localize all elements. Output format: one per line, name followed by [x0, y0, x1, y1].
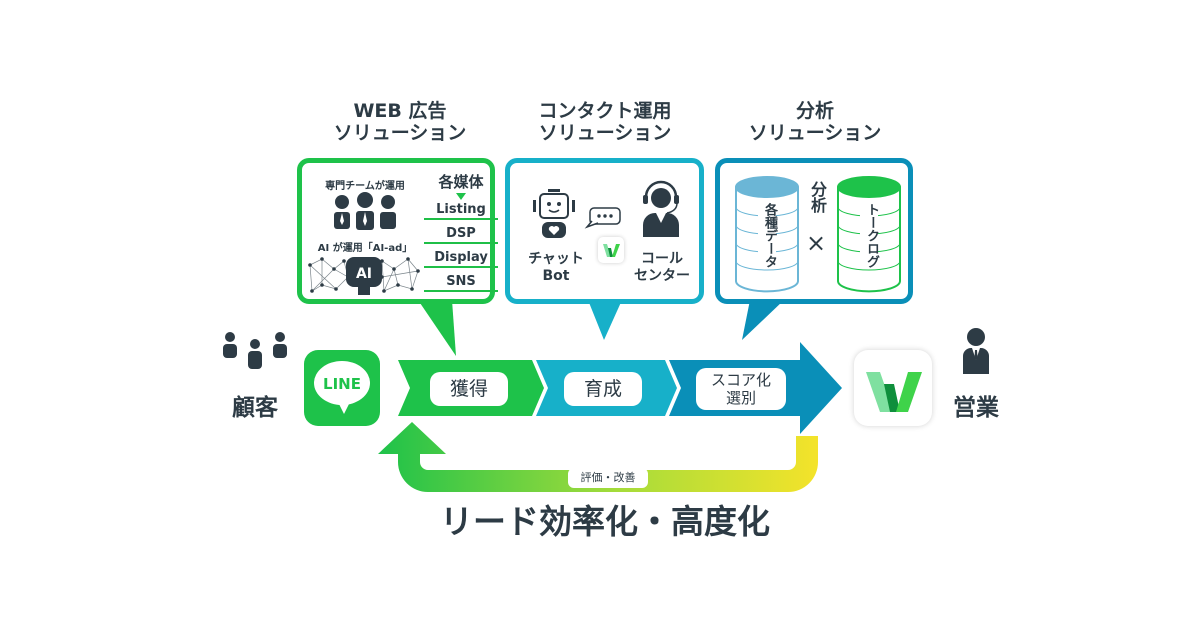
analysis-callout-tail: [742, 300, 784, 340]
title-line: ソリューション: [333, 122, 467, 144]
speech-bubble-icon: [584, 207, 621, 229]
label-line: Bot: [542, 268, 570, 284]
ai-badge-text: AI: [356, 266, 372, 282]
contact-callout-tail: [588, 300, 622, 340]
team-label: 専門チームが運用: [325, 181, 405, 192]
line-app-icon: LINE: [304, 350, 380, 426]
feedback-loop-arrow: [378, 422, 818, 492]
title-line: ソリューション: [748, 122, 882, 144]
line-bubble-icon: LINE: [314, 361, 370, 414]
web-ad-solution-box: 専門チームが運用 AI が運用「AI-ad」 AI 各媒体 Listing DS…: [297, 158, 498, 304]
talklog-label: トークログ: [860, 203, 879, 268]
label-line: チャット: [528, 251, 584, 267]
step-nurture-label: 育成: [564, 372, 642, 406]
title-line: コンタクト運用: [538, 100, 672, 122]
analysis-solution-title: 分析 ソリューション: [715, 100, 915, 144]
call-center-label: コール センター: [624, 251, 700, 285]
web-ad-solution-title: WEB 広告 ソリューション: [300, 100, 500, 144]
step-acquire-label: 獲得: [430, 372, 508, 406]
team-people-icon: [334, 192, 396, 230]
label-line: スコア化: [710, 371, 771, 389]
ai-label: AI が運用「AI-ad」: [317, 243, 413, 254]
title-line: WEB 広告: [353, 100, 447, 122]
feedback-label: 評価・改善: [568, 468, 648, 488]
media-title: 各媒体: [438, 173, 484, 191]
salesperson-icon: [963, 328, 989, 374]
headline: リード効率化・高度化: [440, 502, 770, 541]
contact-solution-title: コンタクト運用 ソリューション: [505, 100, 705, 144]
w-brand-icon: [866, 372, 922, 412]
data-cylinder-icon: [735, 176, 799, 293]
chatbot-robot-icon: [533, 189, 575, 238]
label-line: コール: [641, 251, 683, 267]
call-center-operator-icon: [643, 180, 679, 237]
data-label: 各種データ: [758, 203, 777, 268]
label-line: センター: [634, 268, 690, 284]
w-logo-icon: [603, 244, 620, 257]
line-logo-text: LINE: [323, 375, 361, 393]
chatbot-label: チャット Bot: [522, 251, 590, 285]
w-logo-small: [598, 237, 624, 263]
contact-solution-box: チャット Bot コール センター: [505, 158, 704, 304]
analysis-solution-box: 各種データ 分析 × トークログ: [715, 158, 913, 304]
down-triangle-icon: [456, 193, 466, 200]
web-ad-callout-tail: [418, 300, 456, 356]
customers-icon: [223, 332, 287, 369]
title-line: 分析: [795, 100, 834, 122]
brand-app-icon: [854, 350, 932, 426]
media-item-sns: SNS: [424, 272, 498, 292]
label-line: 選別: [725, 389, 756, 407]
media-item-dsp: DSP: [424, 224, 498, 244]
ai-network-icon: AI: [308, 257, 420, 295]
media-list: 各媒体 Listing DSP Display SNS: [424, 171, 498, 296]
title-line: ソリューション: [538, 122, 672, 144]
sales-label: 営業: [953, 395, 999, 421]
customer-label: 顧客: [232, 395, 278, 421]
step-score-label: スコア化 選別: [696, 368, 786, 410]
times-symbol: ×: [805, 229, 827, 257]
media-item-listing: Listing: [424, 200, 498, 220]
analysis-label: 分析: [808, 181, 827, 213]
media-item-display: Display: [424, 248, 498, 268]
